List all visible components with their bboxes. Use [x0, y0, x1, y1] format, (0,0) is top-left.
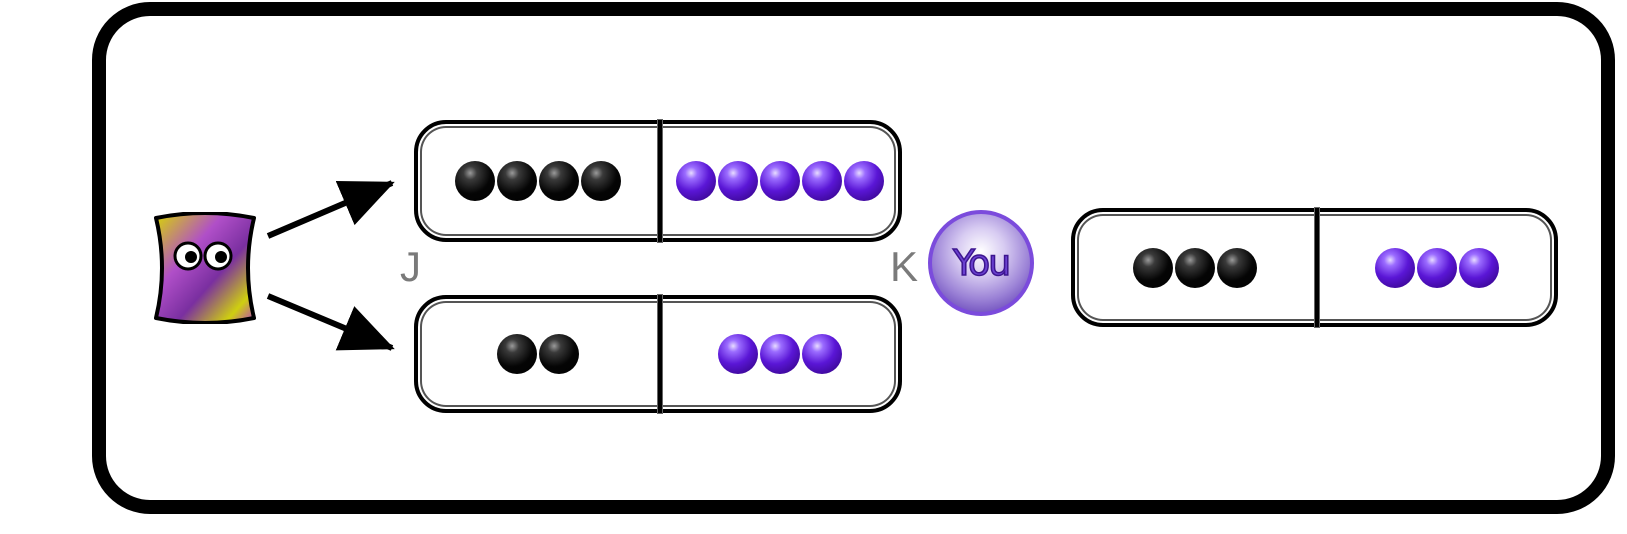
player-badge-label: You: [952, 242, 1012, 285]
option-upper-purple-balls: [662, 124, 898, 238]
player-badge: You: [928, 210, 1034, 316]
alien-creature-icon: [150, 211, 260, 325]
player-option-black-balls: [1075, 212, 1315, 323]
black-ball: [581, 161, 621, 201]
purple-ball: [1458, 247, 1499, 288]
option-upper-divider: [658, 120, 662, 242]
player-option: [1071, 208, 1558, 327]
option-lower-purple-balls: [662, 299, 898, 409]
option-lower[interactable]: [414, 295, 902, 413]
black-ball: [1133, 247, 1173, 288]
purple-ball: [802, 334, 842, 374]
purple-ball: [718, 161, 758, 201]
black-ball: [455, 161, 495, 201]
purple-ball: [1416, 247, 1457, 288]
purple-ball: [802, 161, 842, 201]
purple-ball: [676, 161, 716, 201]
lower-choice-key-label: K: [890, 243, 919, 290]
black-ball: [497, 161, 537, 201]
upper-choice-key-label: J: [400, 243, 421, 290]
option-lower-divider: [658, 295, 662, 413]
black-ball: [539, 161, 579, 201]
purple-ball: [760, 161, 800, 201]
option-lower-black-balls: [418, 299, 658, 409]
player-option-purple-balls: [1319, 212, 1554, 323]
black-ball: [539, 334, 579, 374]
black-ball: [497, 334, 537, 374]
purple-ball: [718, 334, 758, 374]
option-upper[interactable]: [414, 120, 902, 242]
player-option-divider: [1315, 208, 1319, 327]
option-upper-black-balls: [418, 124, 658, 238]
purple-ball: [760, 334, 800, 374]
black-ball: [1175, 247, 1215, 288]
purple-ball: [844, 161, 884, 201]
black-ball: [1217, 247, 1257, 288]
purple-ball: [1374, 247, 1415, 288]
